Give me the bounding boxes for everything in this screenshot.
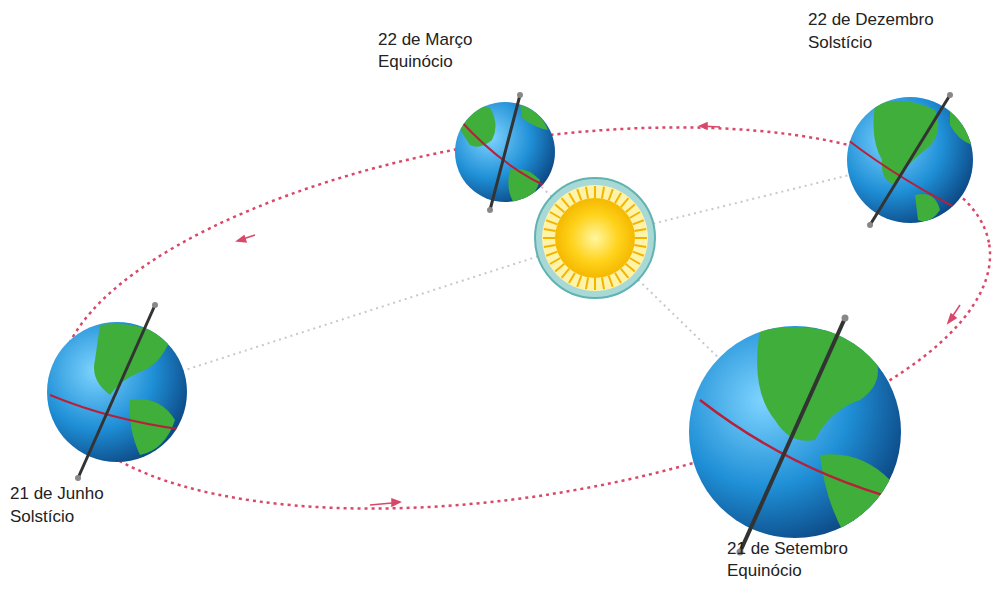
date-label: 22 de Dezembro — [808, 10, 934, 30]
earth-globe — [847, 92, 973, 228]
earth-globe — [455, 92, 555, 213]
earth-globe — [689, 315, 901, 556]
date-label: Equinócio — [378, 52, 453, 72]
date-label: Solstício — [808, 33, 872, 53]
date-label: Solstício — [10, 507, 74, 527]
date-label: 22 de Março — [378, 30, 473, 50]
date-label: 21 de Setembro — [727, 539, 848, 559]
earth-globe — [47, 302, 187, 481]
date-label: Equinócio — [727, 561, 802, 581]
date-label: 21 de Junho — [10, 484, 104, 504]
